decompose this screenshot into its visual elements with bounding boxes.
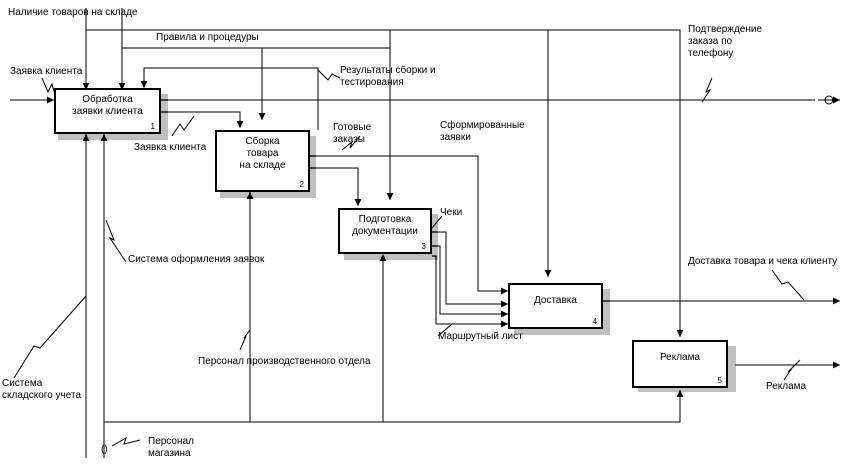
activity-box-4-number: 4: [592, 317, 597, 326]
arrow-stock: [85, 8, 549, 277]
arrow-rules: [121, 8, 266, 120]
activity-box-3[interactable]: Подготовка документации 3: [338, 208, 432, 254]
label-delivery: Доставка товара и чека клиенту: [688, 256, 838, 267]
arrow-formed: [310, 155, 508, 295]
label-confirmation: Подтверждение заказа по телефону: [688, 24, 763, 59]
activity-box-3-title: Подготовка документации: [352, 214, 418, 237]
activity-box-5-number: 5: [717, 376, 722, 385]
label-request-out: Заявка клиента: [134, 142, 207, 153]
label-rules: Правила и процедуры: [156, 32, 259, 43]
activity-box-1-title: Обработка заявки клиента: [72, 94, 143, 117]
activity-box-2-number: 2: [299, 180, 304, 189]
arrow-checks: [432, 231, 508, 308]
label-shop-staff: Персонал магазина: [148, 436, 194, 459]
arrow-request-out: [160, 111, 244, 128]
label-results: Результаты сборки и тестирования: [340, 65, 436, 88]
activity-box-5-title: Реклама: [659, 352, 701, 363]
activity-box-5[interactable]: Реклама 5: [632, 340, 728, 388]
activity-box-4[interactable]: Доставка 4: [508, 283, 603, 329]
arrow-results: [140, 67, 319, 130]
arrow-production-staff: [104, 390, 684, 423]
activity-box-4-title: Доставка: [534, 295, 577, 306]
label-stock: Наличие товаров на складе: [8, 7, 138, 18]
activity-box-1-number: 1: [150, 122, 155, 131]
activity-box-3-number: 3: [421, 242, 426, 251]
label-ready: Готовые заказы: [333, 122, 372, 145]
label-ad: Реклама: [766, 381, 807, 392]
arrow-ready: [310, 167, 362, 206]
label-formed: Сформированные заявки: [440, 120, 525, 143]
activity-box-1[interactable]: Обработка заявки клиента 1: [54, 88, 161, 134]
label-route: Маршрутный лист: [438, 331, 523, 342]
activity-box-2[interactable]: Сборка товара на складе 2: [215, 130, 310, 192]
activity-box-2-title: Сборка товара на складе: [239, 136, 286, 171]
label-request-in: Заявка клиента: [10, 66, 83, 77]
label-warehouse-system: Система складского учета: [2, 378, 82, 401]
label-order-system: Система оформления заявок: [128, 254, 265, 265]
label-production-staff: Персонал производственного отдела: [198, 356, 371, 367]
label-checks: Чеки: [440, 207, 463, 218]
tunnel-marker: (): [101, 444, 108, 455]
